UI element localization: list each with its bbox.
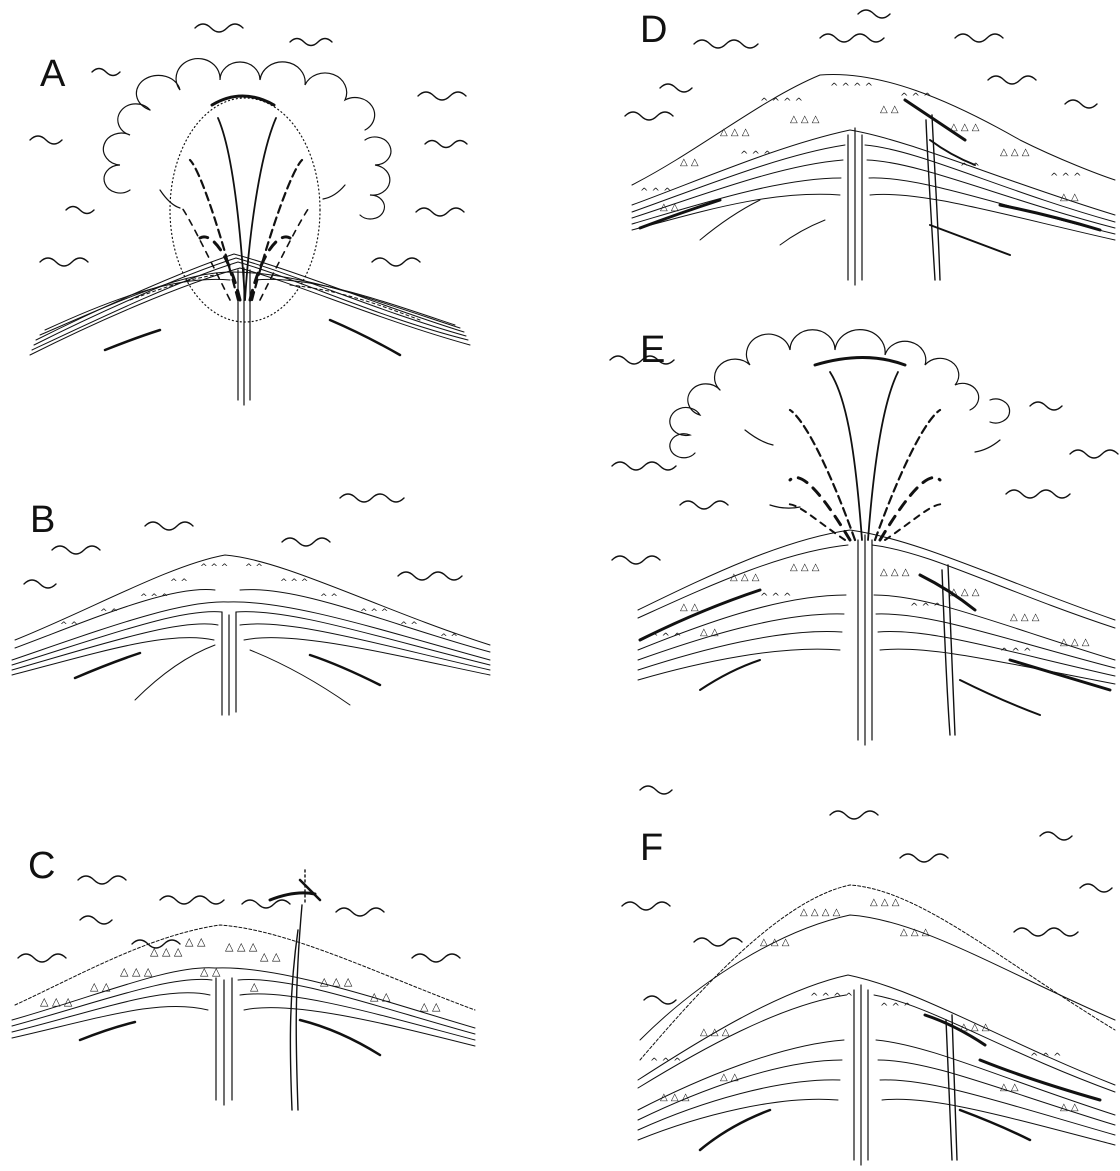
svg-text:^ ^ ^: ^ ^ ^ [740,150,772,161]
panel-label-c: C [28,845,55,887]
svg-text:△ △: △ △ [90,980,111,993]
svg-text:^ ^ ^: ^ ^ ^ [1030,1052,1062,1063]
svg-text:△ △ △: △ △ △ [870,897,900,908]
svg-text:^ ^ ^ ^: ^ ^ ^ ^ [830,82,873,93]
svg-text:△ △: △ △ [185,935,206,948]
svg-text:^ ^ ^: ^ ^ ^ [360,608,388,618]
svg-text:^ ^: ^ ^ [440,633,458,643]
svg-text:△ △ △: △ △ △ [660,1092,690,1103]
central-conduit [848,128,862,285]
cone-layers [632,130,1115,255]
dike [270,870,320,1110]
svg-text:^ ^: ^ ^ [245,563,263,573]
panel-label-d: D [640,9,667,51]
panel-label-e: E [640,329,665,371]
central-conduit [238,268,250,405]
wave-marks [24,494,462,588]
svg-text:△ △ △ △: △ △ △ △ [800,907,841,918]
svg-text:△ △ △: △ △ △ [225,940,258,953]
lava-fountain [745,358,1000,541]
svg-text:△ △ △: △ △ △ [900,927,930,938]
svg-text:^ ^ ^ ^: ^ ^ ^ ^ [760,97,803,108]
eruption-cloud [103,59,391,322]
svg-text:△ △ △: △ △ △ [790,562,820,573]
svg-text:△ △ △: △ △ △ [790,114,820,125]
svg-text:^ ^: ^ ^ [60,621,78,631]
wave-marks [622,786,1112,1004]
central-conduit [858,535,872,745]
cone-layers [12,602,490,705]
central-conduit [216,978,232,1105]
svg-text:^ ^ ^: ^ ^ ^ [140,593,168,603]
svg-text:△ △: △ △ [420,1000,441,1013]
svg-text:^ ^ ^: ^ ^ ^ [1050,172,1082,183]
panel-label-f: F [640,827,663,869]
svg-text:△ △ △: △ △ △ [1000,147,1030,158]
panel-e: E △ △ [610,329,1118,745]
svg-text:△ △ △: △ △ △ [760,937,790,948]
central-conduit [222,612,236,715]
svg-text:△ △ △: △ △ △ [120,965,153,978]
svg-text:△: △ [250,980,259,993]
svg-text:△ △: △ △ [370,990,391,1003]
svg-text:^ ^: ^ ^ [170,578,188,588]
panel-f: F △ △ △ △△ △ △△ △ △ △ △ △^ ^ ^ ^^ ^ ^ △ … [622,786,1115,1165]
svg-text:^ ^: ^ ^ [100,608,118,618]
svg-text:△ △: △ △ [1060,1102,1079,1113]
wave-marks [625,10,1097,120]
panel-a: A [30,24,470,405]
svg-text:△ △: △ △ [680,157,699,168]
svg-text:^ ^ ^: ^ ^ ^ [280,578,308,588]
svg-text:△ △ △: △ △ △ [40,995,73,1008]
svg-text:△ △ △: △ △ △ [320,975,353,988]
breccia-marks: △ △ △△ △ △△ △ △ △ △ △△ △ △△ △ ^ ^ ^△ △ △… [650,562,1090,658]
dike [925,1015,985,1160]
breccia-mantle [15,925,475,1010]
svg-text:△ △: △ △ [680,602,699,613]
svg-text:^ ^ ^: ^ ^ ^ [910,602,942,613]
panel-d: D ^ ^ ^ ^ ^ ^ ^ ^ ^ ^ ^ △ △ △ △ △ △ △ △ △ △ … [625,9,1115,285]
svg-text:^ ^: ^ ^ [400,621,418,631]
svg-text:△ △ △: △ △ △ [720,127,750,138]
svg-text:△ △: △ △ [260,950,281,963]
panel-label-a: A [40,53,66,95]
svg-text:△ △: △ △ [200,965,221,978]
breccia-marks: △ △ △△ △△ △ △ △ △△ △ △△ △ △ △ △△ △ △△ △ … [40,935,441,1013]
central-conduit [854,985,868,1165]
svg-text:△ △ △: △ △ △ [730,572,760,583]
svg-text:△ △: △ △ [720,1072,739,1083]
svg-text:△ △ △: △ △ △ [150,945,183,958]
panel-label-b: B [30,499,55,541]
svg-text:△ △ △: △ △ △ [1060,637,1090,648]
svg-text:^ ^ ^: ^ ^ ^ [200,563,228,573]
cone-layers [12,968,475,1055]
svg-text:^ ^: ^ ^ [320,593,338,603]
svg-text:△ △ △: △ △ △ [880,567,910,578]
panel-c: C △ △ △△ △△ △ △ △ △△ △ △△ △ △ △ △△ △ △△ … [12,845,475,1110]
breccia-mantle [632,74,1115,185]
wave-marks [30,24,467,266]
cone-layers [638,530,1115,715]
lava-fountain [160,96,345,300]
svg-text:△ △: △ △ [880,104,899,115]
svg-text:△ △ △: △ △ △ [1010,612,1040,623]
svg-text:△ △: △ △ [1060,192,1079,203]
panel-b: B ^ ^ ^^ ^^ ^ ^ ^ ^^ ^ ^^ ^ ^ ^ ^^ ^^ ^ … [12,494,490,715]
